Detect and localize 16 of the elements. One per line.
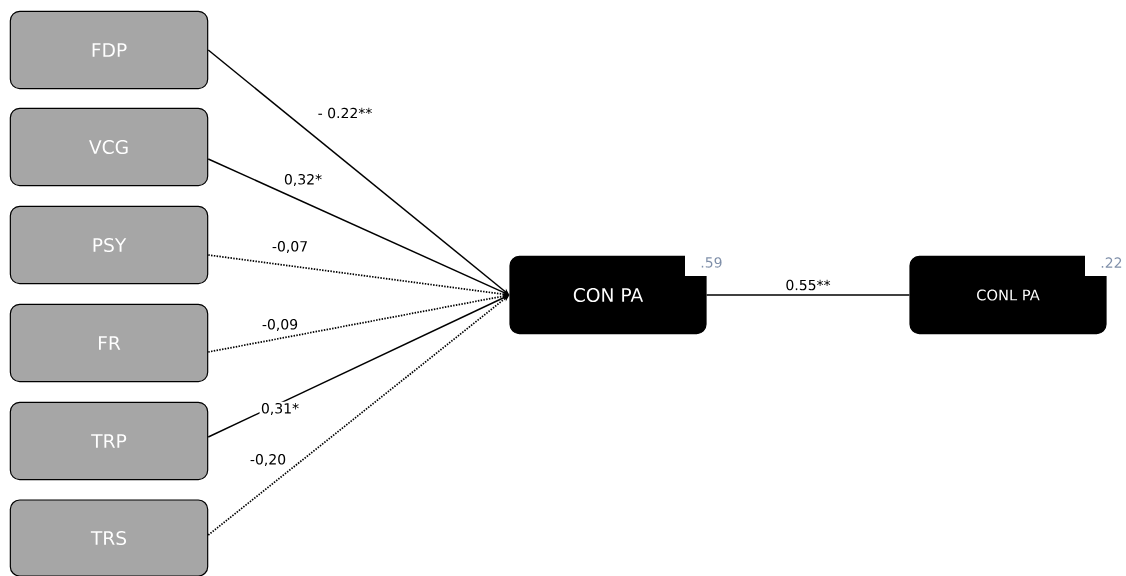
path-coefficient: 0,32* bbox=[282, 172, 324, 188]
variable-box: PSY bbox=[9, 205, 209, 285]
variable-box: TRS bbox=[9, 499, 209, 576]
path-coefficient: 0.55** bbox=[784, 278, 832, 292]
variable-box: FDP bbox=[9, 10, 209, 90]
path-coefficient: - 0.22** bbox=[316, 106, 374, 120]
path-coefficient: -0,07 bbox=[270, 239, 310, 255]
path-line bbox=[705, 294, 911, 296]
path-coefficient: -0,09 bbox=[260, 317, 300, 333]
r-squared-value: .22 bbox=[1101, 257, 1122, 268]
variable-box: VCG bbox=[9, 107, 209, 187]
variable-box: TRP bbox=[9, 401, 209, 481]
r-squared-value: .59 bbox=[701, 257, 722, 268]
path-coefficient: -0,20 bbox=[248, 452, 288, 468]
variable-box: FR bbox=[9, 303, 209, 383]
path-coefficient: 0,31* bbox=[259, 401, 301, 417]
